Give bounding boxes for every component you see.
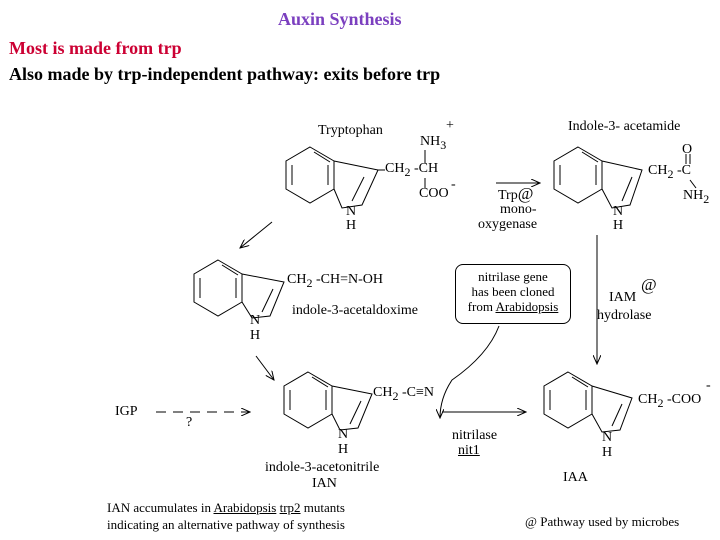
note-suffix: mutants bbox=[300, 500, 345, 515]
tryptophan-n: N bbox=[346, 204, 357, 219]
callout-line1: nitrilase gene bbox=[478, 269, 548, 284]
aldoxime-ch-text: CH bbox=[287, 272, 307, 287]
microbe-pathway-legend: @ Pathway used by microbes bbox=[525, 514, 680, 529]
iaa-h: H bbox=[602, 445, 613, 460]
iaa-chain-tail: -COO bbox=[663, 392, 702, 407]
iaa-chain: CH2 -COO bbox=[638, 392, 702, 410]
note-arabidopsis: Arabidopsis bbox=[213, 500, 277, 515]
ian-chain: CH2 -C≡N bbox=[373, 385, 434, 403]
acetaldoxime-indole-ring bbox=[193, 259, 285, 319]
ian-note-line1: IAN accumulates in Arabidopsis trp2 muta… bbox=[107, 500, 345, 516]
tryptophan-coo: COO bbox=[419, 186, 449, 201]
ian-note-line2: indicating an alternative pathway of syn… bbox=[107, 517, 345, 532]
trp-monooxygenase-line2: mono- bbox=[500, 202, 537, 217]
ch2ch-tail: -CH bbox=[410, 161, 439, 176]
tryptophan-minus-charge: - bbox=[451, 177, 456, 192]
ch2c-subscript: 2 bbox=[667, 167, 674, 181]
acetaldoxime-chain: CH2 -CH=N-OH bbox=[287, 272, 383, 290]
iaa-name: IAA bbox=[563, 470, 588, 485]
tryptophan-h: H bbox=[346, 218, 357, 233]
callout-line3: from Arabidopsis bbox=[456, 299, 570, 314]
page-title: Auxin Synthesis bbox=[278, 9, 402, 29]
ian-subscript: 2 bbox=[392, 389, 399, 403]
arrow-acetaldoxime-to-ian bbox=[255, 355, 274, 380]
note-trp2: trp2 bbox=[279, 500, 301, 515]
arrow-callout-to-ian bbox=[440, 325, 500, 418]
acetamide-nh2: NH2 bbox=[683, 188, 710, 206]
callout-arabidopsis: Arabidopsis bbox=[495, 299, 559, 314]
iaa-minus-charge: - bbox=[706, 378, 711, 393]
nitrilase-callout: nitrilase gene has been cloned from Arab… bbox=[455, 264, 571, 324]
subtitle-independent: Also made by trp-independent pathway: ex… bbox=[9, 64, 441, 84]
ch2ch-subscript: 2 bbox=[404, 165, 411, 179]
trp-monooxygenase-line3: oxygenase bbox=[478, 217, 538, 232]
acetamide-indole-ring bbox=[553, 146, 697, 209]
ian-h: H bbox=[338, 442, 349, 457]
ian-chain-tail: -C≡N bbox=[398, 385, 434, 400]
acetaldoxime-label: indole-3-acetaldoxime bbox=[292, 303, 418, 318]
tryptophan-indole-ring bbox=[285, 146, 426, 209]
callout-line3-prefix: from bbox=[467, 299, 496, 314]
aldoxime-subscript: 2 bbox=[306, 276, 313, 290]
tryptophan-label: Tryptophan bbox=[318, 123, 383, 138]
trp-monooxygenase-enzyme: Trp@ bbox=[498, 184, 533, 204]
hydrolase-label: hydrolase bbox=[597, 308, 652, 323]
iam-microbe-marker: @ bbox=[641, 275, 657, 294]
ch2c-tail: -C bbox=[673, 163, 691, 178]
ian-n: N bbox=[338, 427, 349, 442]
nit1-label: nit1 bbox=[458, 443, 480, 458]
callout-line2: has been cloned bbox=[471, 284, 555, 299]
acetaldoxime-n: N bbox=[250, 313, 261, 328]
pathway-arrows bbox=[156, 183, 597, 418]
aldoxime-chain-tail: -CH=N-OH bbox=[312, 272, 383, 287]
igp-label: IGP bbox=[115, 404, 138, 419]
trp-microbe-marker: @ bbox=[517, 184, 534, 203]
tryptophan-ch2ch: CH2 -CH bbox=[385, 161, 439, 179]
ch2c-text: CH bbox=[648, 163, 668, 178]
tryptophan-nh3: NH3 bbox=[420, 134, 447, 152]
iaa-subscript: 2 bbox=[657, 396, 664, 410]
igp-unknown-step: ? bbox=[186, 415, 193, 430]
nh2-subscript: 2 bbox=[703, 192, 710, 206]
ian-abbr: IAN bbox=[312, 476, 337, 491]
iaa-ch-text: CH bbox=[638, 392, 658, 407]
nh2-text: NH bbox=[683, 188, 704, 203]
acetamide-h: H bbox=[613, 218, 624, 233]
trp-enzyme-text: Trp bbox=[498, 188, 518, 203]
acetamide-oxygen: O bbox=[682, 142, 693, 157]
acetamide-label: Indole-3- acetamide bbox=[568, 119, 681, 134]
arrow-trp-to-acetaldoxime bbox=[240, 221, 273, 248]
tryptophan-plus-charge: + bbox=[446, 118, 454, 133]
iaa-n: N bbox=[602, 430, 613, 445]
acetamide-n: N bbox=[613, 204, 624, 219]
acetamide-ch2c: CH2 -C bbox=[648, 163, 691, 181]
ch2ch-text: CH bbox=[385, 161, 405, 176]
ian-ch-text: CH bbox=[373, 385, 393, 400]
nh3-subscript: 3 bbox=[440, 138, 447, 152]
note-prefix: IAN accumulates in bbox=[107, 500, 214, 515]
acetonitrile-indole-ring bbox=[283, 371, 373, 431]
iam-label: IAM bbox=[609, 290, 637, 305]
acetaldoxime-h: H bbox=[250, 328, 261, 343]
subtitle-trp: Most is made from trp bbox=[9, 38, 182, 58]
nitrilase-label: nitrilase bbox=[452, 428, 498, 443]
nh3-text: NH bbox=[420, 134, 441, 149]
ian-name: indole-3-acetonitrile bbox=[265, 460, 380, 475]
iaa-indole-ring bbox=[543, 371, 633, 433]
